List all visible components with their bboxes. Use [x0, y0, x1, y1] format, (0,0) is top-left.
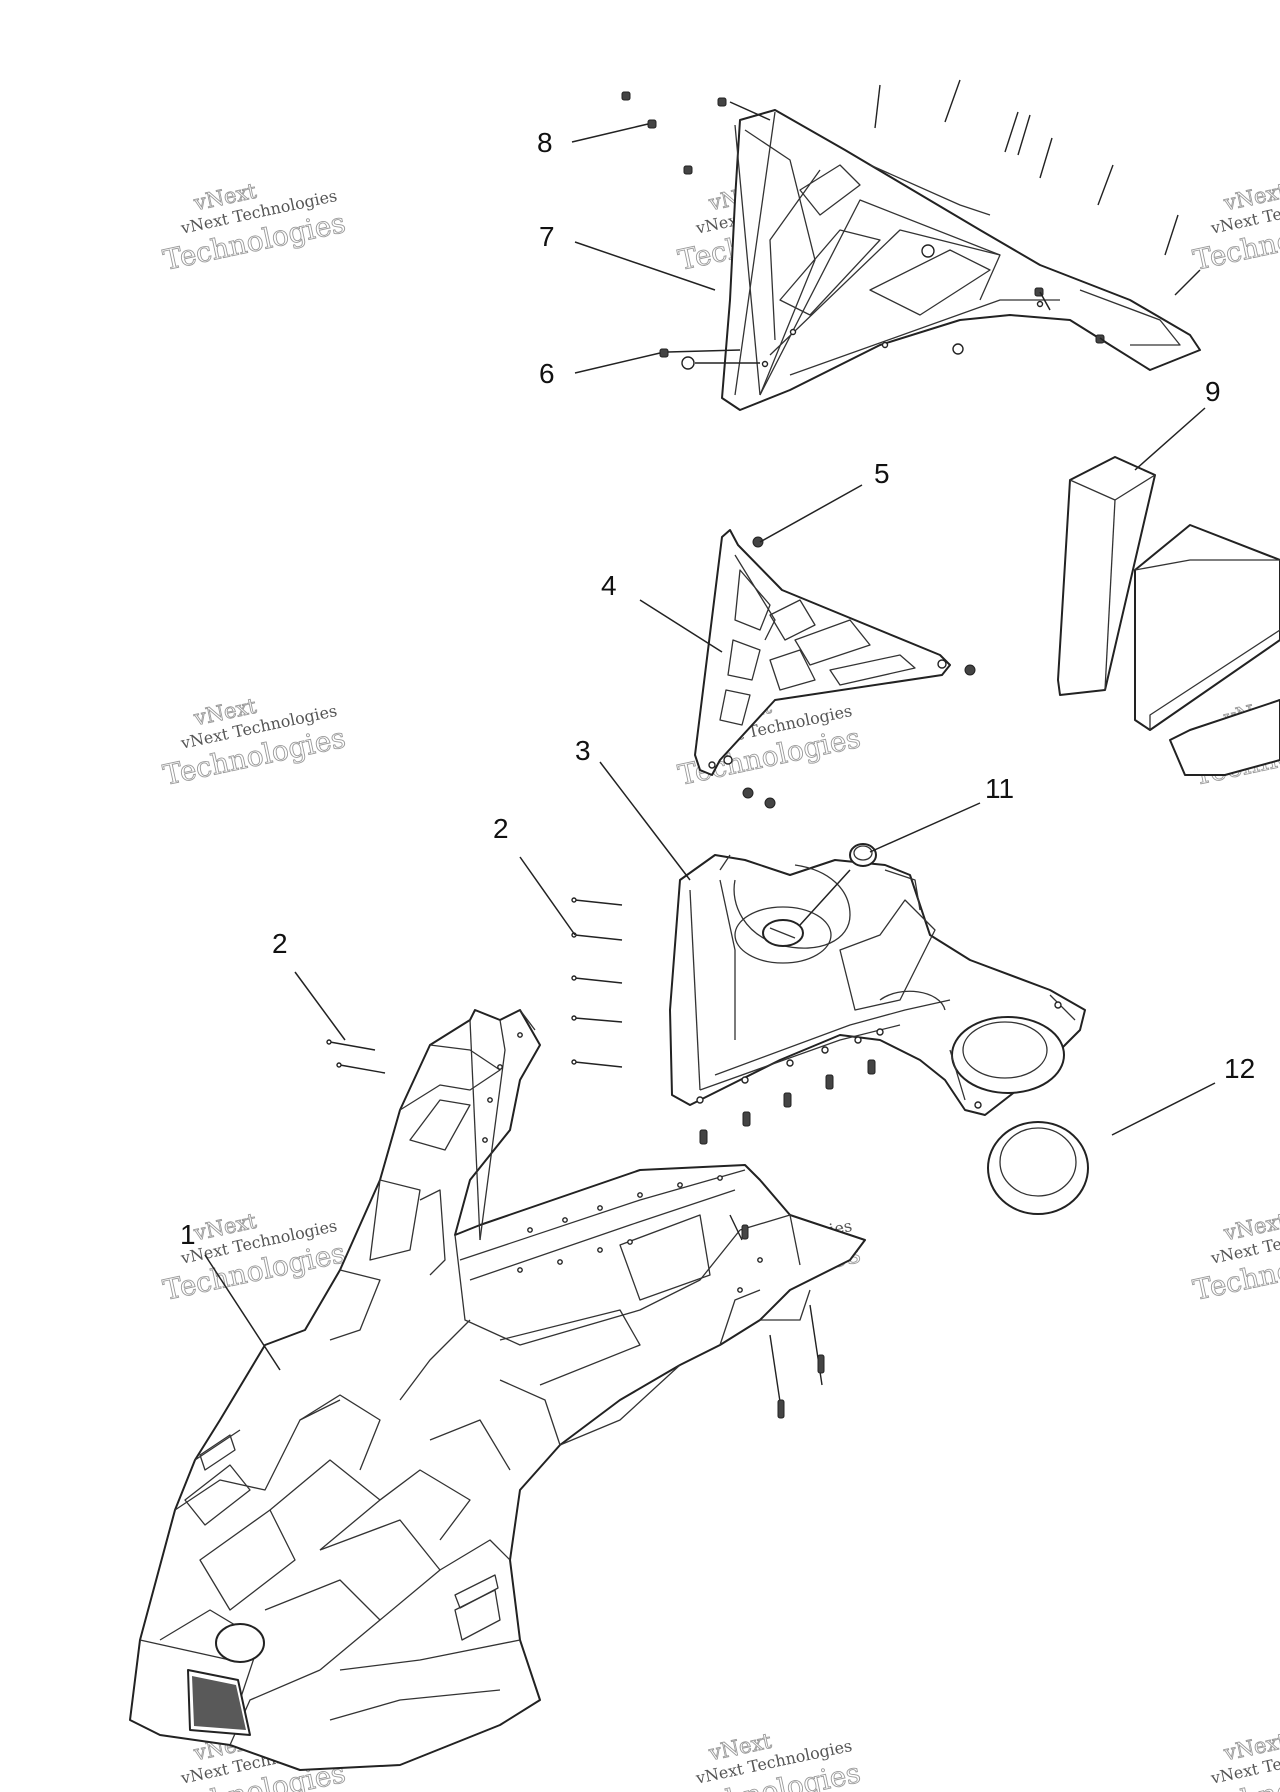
callout-2-lower: 2 [272, 928, 288, 959]
part-11-cap [799, 843, 877, 926]
part-12-ring [987, 1121, 1089, 1215]
part-2-rivets-upper [571, 897, 623, 1068]
callout-5: 5 [874, 458, 890, 489]
callout-7: 7 [539, 221, 555, 252]
part-3-console [669, 854, 1086, 1145]
watermark: vNext vNext Technologies Technologies [675, 1728, 864, 1792]
watermark: vNext vNext Technologies Technologies [1190, 178, 1280, 277]
part-7-dash-panel [681, 109, 1201, 411]
callout-numbers: 1 2 2 3 4 5 6 7 8 9 11 12 [180, 127, 1255, 1250]
watermark: vNext vNext Technologies Technologies [160, 178, 349, 277]
callout-9: 9 [1205, 376, 1221, 407]
callout-1: 1 [180, 1219, 196, 1250]
part-2-rivets-lower [326, 1039, 386, 1074]
part-9-foam-blocks [1057, 456, 1280, 776]
callout-2-upper: 2 [493, 813, 509, 844]
watermark: vNext vNext Technologies Technologies [1190, 1208, 1280, 1307]
callout-8: 8 [537, 127, 553, 158]
watermark: vNext vNext Technologies Technologies [160, 693, 349, 792]
part-7-fasteners [621, 79, 1201, 364]
callout-6: 6 [539, 358, 555, 389]
part-1-hood [129, 1009, 866, 1771]
callout-3: 3 [575, 735, 591, 766]
watermark: vNext vNext Technologies Technologies [1190, 1728, 1280, 1792]
part-4-bracket [694, 529, 976, 809]
callout-12: 12 [1224, 1053, 1255, 1084]
callout-11: 11 [985, 773, 1014, 804]
callout-leaders [204, 123, 1216, 1371]
callout-4: 4 [601, 570, 617, 601]
